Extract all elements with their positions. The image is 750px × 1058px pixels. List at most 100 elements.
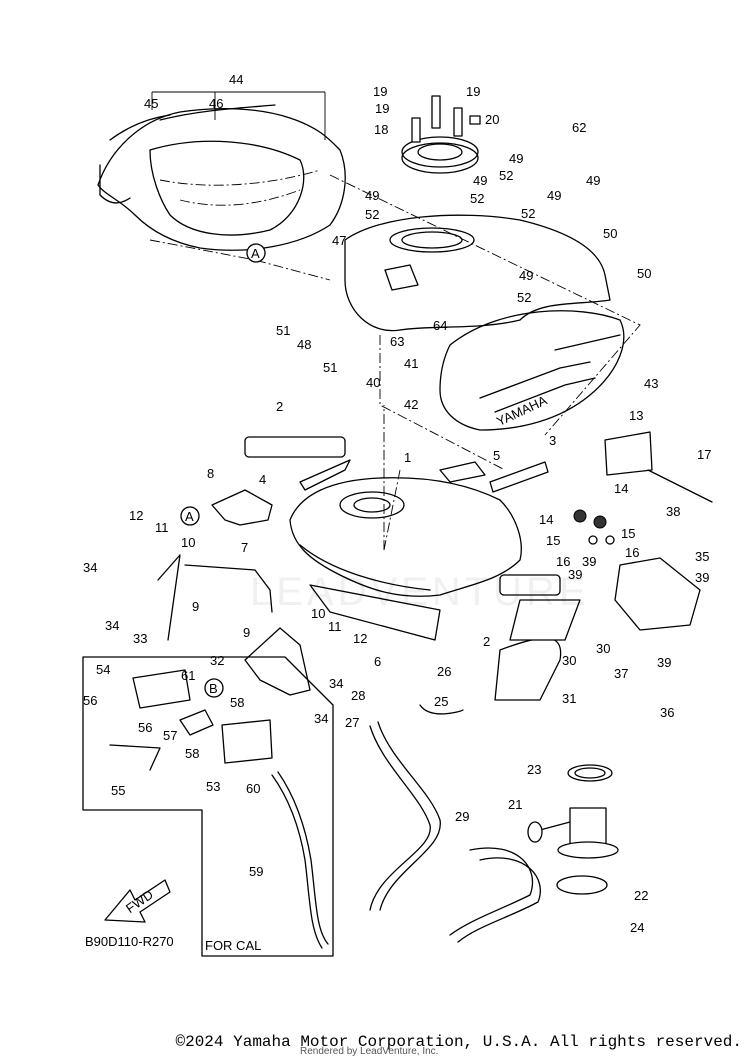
callout: 12 bbox=[353, 631, 367, 646]
callout: 49 bbox=[509, 151, 523, 166]
callout: 4 bbox=[259, 472, 266, 487]
callout: 42 bbox=[404, 397, 418, 412]
callout: 63 bbox=[390, 334, 404, 349]
callout: 30 bbox=[596, 641, 610, 656]
fuel-tank bbox=[289, 405, 522, 597]
callout: 55 bbox=[111, 783, 125, 798]
callout: 43 bbox=[644, 376, 658, 391]
callout: 49 bbox=[547, 188, 561, 203]
diagram-code: B90D110-R270 bbox=[85, 934, 174, 949]
callout: 52 bbox=[365, 207, 379, 222]
callout: 10 bbox=[311, 606, 325, 621]
callout: 52 bbox=[517, 290, 531, 305]
callout: 49 bbox=[365, 188, 379, 203]
render-credit: Rendered by LeadVenture, Inc. bbox=[300, 1046, 439, 1057]
brackets-and-stays bbox=[157, 489, 581, 701]
svg-text:B: B bbox=[209, 681, 218, 696]
callout: 52 bbox=[521, 206, 535, 221]
callout: 40 bbox=[366, 375, 380, 390]
callout: 14 bbox=[614, 481, 628, 496]
callout: 45 bbox=[144, 96, 158, 111]
callout: 21 bbox=[508, 797, 522, 812]
callout: 19 bbox=[373, 84, 387, 99]
for-cal-box bbox=[82, 656, 334, 957]
callout: 12 bbox=[129, 508, 143, 523]
callout: 35 bbox=[695, 549, 709, 564]
callout: 9 bbox=[243, 625, 250, 640]
callout: 19 bbox=[466, 84, 480, 99]
callout: 22 bbox=[634, 888, 648, 903]
callout: 29 bbox=[455, 809, 469, 824]
callout: 54 bbox=[96, 662, 110, 677]
callout: 41 bbox=[404, 356, 418, 371]
ref-marker-a-mid: A bbox=[180, 506, 200, 526]
fuel-pump-assembly bbox=[449, 764, 619, 943]
callout: 49 bbox=[586, 173, 600, 188]
callout: 2 bbox=[483, 634, 490, 649]
callout: 38 bbox=[666, 504, 680, 519]
callout: 26 bbox=[437, 664, 451, 679]
ref-marker-b: B bbox=[204, 678, 224, 698]
svg-text:A: A bbox=[185, 509, 194, 524]
callout: 33 bbox=[133, 631, 147, 646]
callout: 50 bbox=[637, 266, 651, 281]
callout: 64 bbox=[433, 318, 447, 333]
callout: 8 bbox=[207, 466, 214, 481]
callout: 16 bbox=[556, 554, 570, 569]
callout: 17 bbox=[697, 447, 711, 462]
copyright-footer: ©2024 Yamaha Motor Corporation, U.S.A. A… bbox=[175, 1033, 743, 1051]
callout: 48 bbox=[297, 337, 311, 352]
ref-marker-a-top: A bbox=[246, 243, 266, 263]
callout: 30 bbox=[562, 653, 576, 668]
callout: 18 bbox=[374, 122, 388, 137]
callout: 34 bbox=[314, 711, 328, 726]
callout: 34 bbox=[329, 676, 343, 691]
callout: 34 bbox=[105, 618, 119, 633]
callout: 57 bbox=[163, 728, 177, 743]
callout: 2 bbox=[276, 399, 283, 414]
callout: 36 bbox=[660, 705, 674, 720]
callout: 46 bbox=[209, 96, 223, 111]
callout: 37 bbox=[614, 666, 628, 681]
fuel-cap-assembly bbox=[401, 95, 481, 174]
callout: 56 bbox=[83, 693, 97, 708]
callout: 16 bbox=[625, 545, 639, 560]
callout: 3 bbox=[549, 433, 556, 448]
callout: 11 bbox=[328, 619, 342, 634]
callout: 61 bbox=[181, 668, 195, 683]
callout: 11 bbox=[155, 520, 169, 535]
callout: 9 bbox=[192, 599, 199, 614]
callout: 47 bbox=[332, 233, 346, 248]
callout: 5 bbox=[493, 448, 500, 463]
callout: 15 bbox=[621, 526, 635, 541]
callout: 58 bbox=[185, 746, 199, 761]
callout: 56 bbox=[138, 720, 152, 735]
callout: 49 bbox=[519, 268, 533, 283]
callout-labels: 1 2 2 3 4 5 6 7 8 9 9 10 10 11 11 12 12 … bbox=[83, 72, 711, 935]
callout: 49 bbox=[473, 173, 487, 188]
callout: 25 bbox=[434, 694, 448, 709]
callout: 32 bbox=[210, 653, 224, 668]
callout: 31 bbox=[562, 691, 576, 706]
callout: 51 bbox=[276, 323, 290, 338]
callout: 13 bbox=[629, 408, 643, 423]
svg-text:A: A bbox=[251, 246, 260, 261]
for-cal-label: FOR CAL bbox=[205, 938, 261, 953]
tank-pads bbox=[244, 436, 561, 596]
callout: 20 bbox=[485, 112, 499, 127]
callout: 19 bbox=[375, 101, 389, 116]
tank-cover-assembly bbox=[329, 174, 641, 471]
callout: 23 bbox=[527, 762, 541, 777]
callout: 59 bbox=[249, 864, 263, 879]
callout: 14 bbox=[539, 512, 553, 527]
callout: 10 bbox=[181, 535, 195, 550]
callout: 39 bbox=[695, 570, 709, 585]
forward-arrow-icon: FWD bbox=[104, 879, 171, 923]
callout: 7 bbox=[241, 540, 248, 555]
callout: 24 bbox=[630, 920, 644, 935]
seat-cover-assembly bbox=[97, 91, 346, 281]
callout: 52 bbox=[470, 191, 484, 206]
fuel-hoses bbox=[271, 704, 464, 949]
callout: 1 bbox=[404, 450, 411, 465]
